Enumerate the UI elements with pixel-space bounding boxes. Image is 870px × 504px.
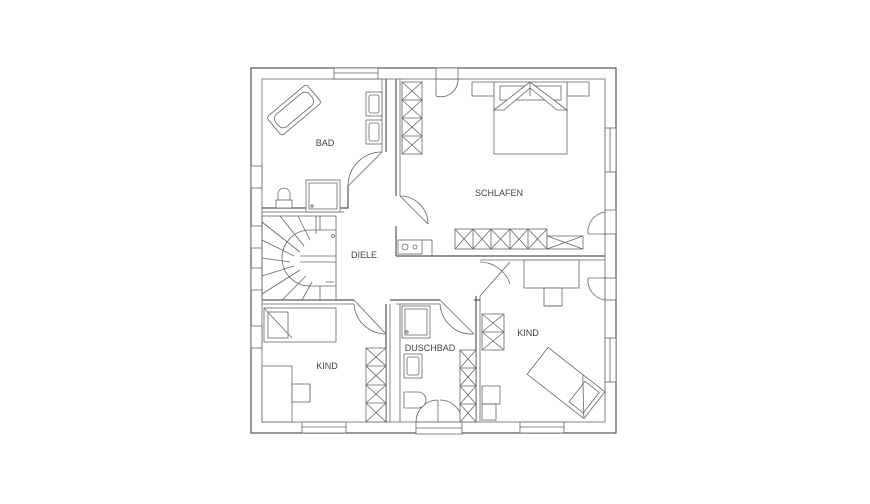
room-label-kind-right: KIND	[517, 328, 539, 338]
kind-left-furniture	[261, 307, 387, 423]
room-label-bad: BAD	[316, 138, 335, 148]
staircase	[261, 215, 337, 301]
schlafen-furniture	[397, 81, 590, 256]
room-label-kind-left: KIND	[316, 361, 338, 371]
bad-fixtures	[267, 84, 383, 213]
room-label-schlafen: SCHLAFEN	[475, 188, 523, 198]
room-label-diele: DIELE	[351, 250, 377, 260]
room-label-duschbad: DUSCHBAD	[405, 343, 456, 353]
duschbad-fixtures	[401, 305, 477, 423]
windows	[250, 67, 617, 435]
kind-right-furniture	[481, 259, 606, 421]
